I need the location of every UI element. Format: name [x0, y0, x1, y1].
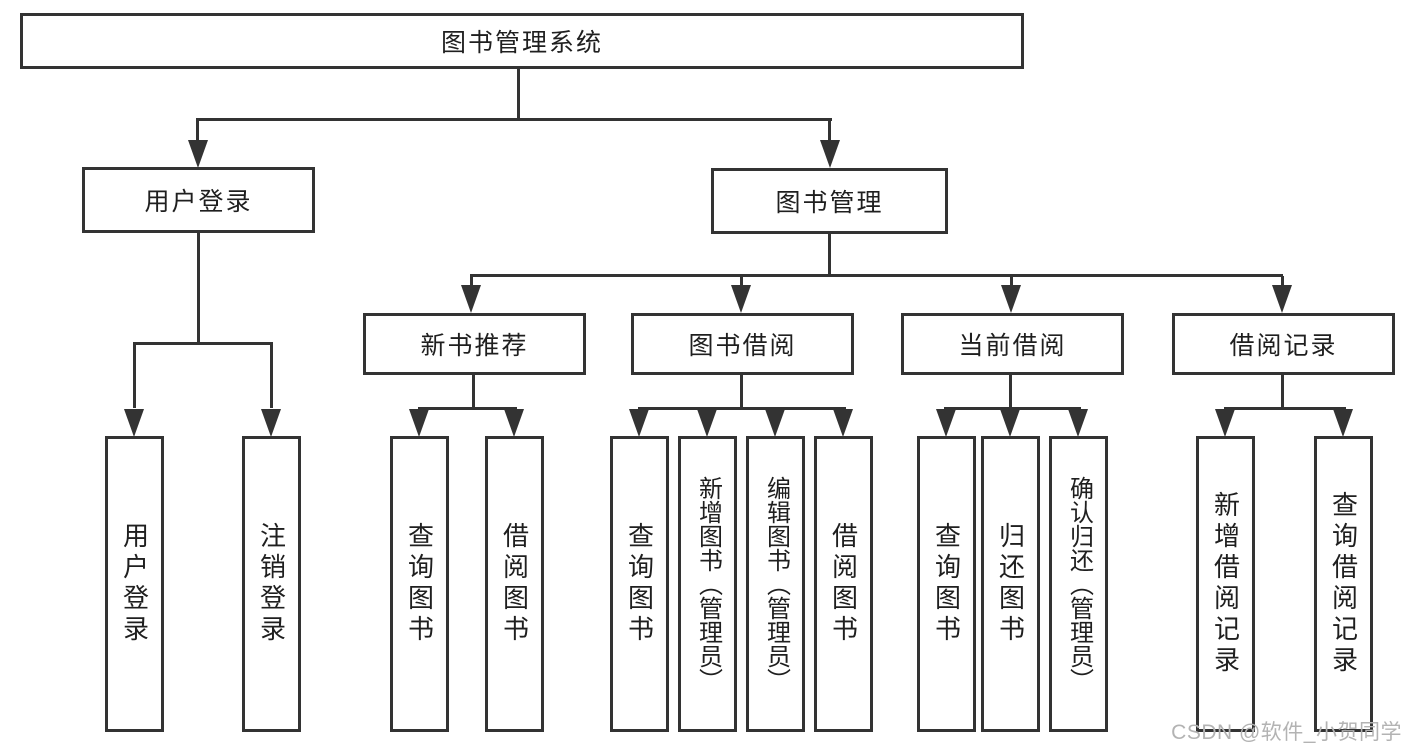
- arrow-to-leaf-user-login: [124, 409, 144, 437]
- node-current-borrow: 当前借阅: [901, 313, 1124, 375]
- node-leaf-borrow-edit-book: 编辑图书（管理员）: [746, 436, 805, 732]
- node-leaf-record-query-label: 查询借阅记录: [1328, 491, 1359, 677]
- arrow-to-leaf-logout: [261, 409, 281, 437]
- connector-current-borrow-branch: [944, 407, 1081, 410]
- node-leaf-current-query-book-label: 查询图书: [931, 522, 962, 646]
- node-leaf-recommend-borrow-book: 借阅图书: [485, 436, 544, 732]
- node-leaf-recommend-query-book: 查询图书: [390, 436, 449, 732]
- node-leaf-recommend-query-book-label: 查询图书: [404, 522, 435, 646]
- connector-shaft-user-login: [196, 120, 199, 144]
- node-user-login: 用户登录: [82, 167, 315, 233]
- node-leaf-record-add: 新增借阅记录: [1196, 436, 1255, 732]
- node-leaf-current-return-book-label: 归还图书: [995, 522, 1026, 646]
- arrow-to-book-borrow: [731, 285, 751, 313]
- node-leaf-current-confirm-return-label: 确认归还（管理员）: [1065, 476, 1093, 692]
- arrow-to-leaf-record-query: [1333, 409, 1353, 437]
- node-leaf-logout-label: 注销登录: [256, 522, 287, 646]
- node-leaf-recommend-borrow-book-label: 借阅图书: [499, 522, 530, 646]
- node-leaf-borrow-borrow-book: 借阅图书: [814, 436, 873, 732]
- arrow-to-leaf-borrow-query: [629, 409, 649, 437]
- node-leaf-user-login-label: 用户登录: [119, 522, 150, 646]
- connector-shaft-book-management: [828, 120, 831, 144]
- arrow-to-leaf-recommend-borrow: [504, 409, 524, 437]
- arrow-to-new-book-recommend: [461, 285, 481, 313]
- node-borrow-record: 借阅记录: [1172, 313, 1395, 375]
- connector-shaft-borrow-record: [1281, 276, 1284, 288]
- arrow-to-leaf-borrow-borrow: [833, 409, 853, 437]
- node-leaf-record-query: 查询借阅记录: [1314, 436, 1373, 732]
- connector-new-book-recommend-branch: [418, 407, 517, 410]
- connector-root-branch: [196, 118, 832, 121]
- arrow-to-user-login: [188, 140, 208, 168]
- arrow-to-borrow-record: [1272, 285, 1292, 313]
- node-leaf-current-confirm-return: 确认归还（管理员）: [1049, 436, 1108, 732]
- node-book-borrow: 图书借阅: [631, 313, 854, 375]
- node-leaf-borrow-add-book: 新增图书（管理员）: [678, 436, 737, 732]
- node-root-label: 图书管理系统: [440, 29, 603, 57]
- node-leaf-current-query-book: 查询图书: [917, 436, 976, 732]
- node-leaf-record-add-label: 新增借阅记录: [1210, 491, 1241, 677]
- connector-borrow-record-stem: [1281, 373, 1284, 410]
- arrow-to-current-borrow: [1001, 285, 1021, 313]
- node-leaf-borrow-edit-book-label: 编辑图书（管理员）: [762, 476, 790, 692]
- node-leaf-borrow-borrow-book-label: 借阅图书: [828, 522, 859, 646]
- node-leaf-borrow-query-book-label: 查询图书: [624, 522, 655, 646]
- connector-user-login-branch: [133, 342, 273, 345]
- connector-root-stem: [517, 68, 520, 120]
- node-leaf-borrow-add-book-label: 新增图书（管理员）: [694, 476, 722, 692]
- node-current-borrow-label: 当前借阅: [958, 332, 1067, 360]
- connector-shaft-book-borrow: [740, 276, 743, 288]
- arrow-to-leaf-borrow-edit: [765, 409, 785, 437]
- connector-user-login-stem: [197, 231, 200, 345]
- node-root: 图书管理系统: [20, 13, 1024, 69]
- connector-shaft-leaf-logout: [270, 344, 273, 408]
- connector-new-book-recommend-stem: [472, 373, 475, 410]
- arrow-to-book-management: [820, 140, 840, 168]
- node-user-login-label: 用户登录: [144, 188, 253, 216]
- node-borrow-record-label: 借阅记录: [1229, 332, 1338, 360]
- arrow-to-leaf-current-return: [1000, 409, 1020, 437]
- connector-borrow-record-branch: [1224, 407, 1346, 410]
- node-leaf-user-login: 用户登录: [105, 436, 164, 732]
- node-new-book-recommend: 新书推荐: [363, 313, 586, 375]
- connector-shaft-new-book-recommend: [470, 276, 473, 288]
- arrow-to-leaf-record-add: [1215, 409, 1235, 437]
- watermark: CSDN @软件_小贺同学: [1171, 721, 1402, 744]
- arrow-to-leaf-current-confirm: [1068, 409, 1088, 437]
- node-book-borrow-label: 图书借阅: [688, 332, 797, 360]
- arrow-to-leaf-borrow-add: [697, 409, 717, 437]
- connector-book-management-stem: [828, 233, 831, 277]
- arrow-to-leaf-recommend-query: [409, 409, 429, 437]
- connector-shaft-leaf-user-login: [133, 344, 136, 408]
- node-new-book-recommend-label: 新书推荐: [420, 332, 529, 360]
- connector-book-borrow-stem: [740, 373, 743, 410]
- node-leaf-current-return-book: 归还图书: [981, 436, 1040, 732]
- arrow-to-leaf-current-query: [936, 409, 956, 437]
- node-book-management-label: 图书管理: [775, 189, 884, 217]
- connector-book-borrow-branch: [638, 407, 846, 410]
- connector-current-borrow-stem: [1009, 373, 1012, 410]
- node-book-management: 图书管理: [711, 168, 948, 234]
- connector-book-management-branch: [470, 274, 1283, 277]
- node-leaf-logout: 注销登录: [242, 436, 301, 732]
- connector-shaft-current-borrow: [1010, 276, 1013, 288]
- node-leaf-borrow-query-book: 查询图书: [610, 436, 669, 732]
